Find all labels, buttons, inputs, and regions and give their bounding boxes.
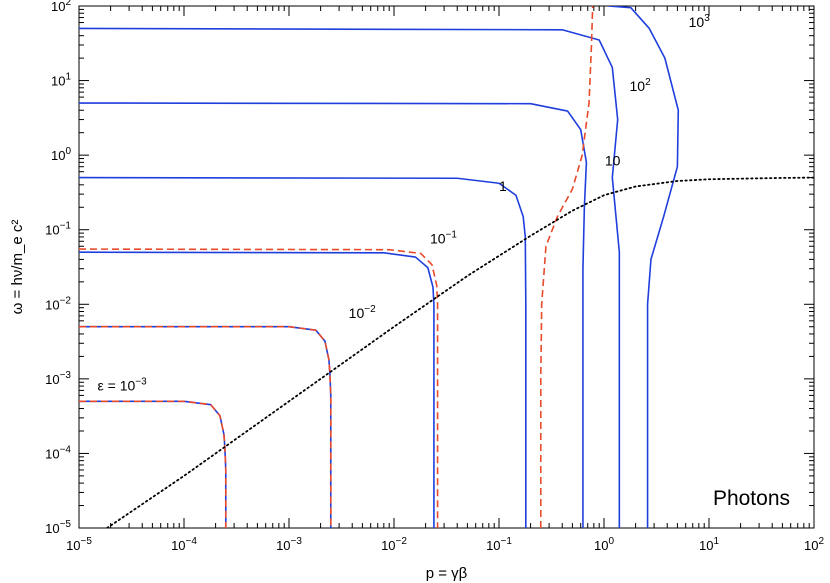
curve-label: 10 [605,152,621,168]
x-tick-label: 10−1 [486,536,512,553]
series-line-12 [106,176,814,528]
curve-label: 10−1 [430,230,457,247]
x-tick-label: 101 [699,536,719,553]
curve-label: 102 [630,77,652,94]
tick-marks [78,5,815,529]
y-tick-label: 102 [51,0,71,14]
x-tick-label: 102 [804,536,824,553]
series-line-3 [79,325,332,528]
series-line-8 [79,102,588,528]
y-tick-label: 101 [51,72,71,89]
y-tick-label: 100 [51,146,71,163]
curve-label: ε = 10−3 [97,376,147,393]
series-line-2 [79,400,227,528]
y-axis-title: ω = hν/m_e c² [9,220,26,315]
y-tick-label: 10−2 [45,295,71,312]
series-line-4 [79,325,332,528]
series-line-7 [79,176,527,528]
series-line-1 [79,400,227,528]
series-line-5 [79,251,435,528]
series-group [79,6,814,528]
x-tick-label: 10−3 [276,536,302,553]
curve-labels: ε = 10−3 10−2 10−1 1 10 102 103 [97,13,710,393]
series-line-11 [539,6,594,528]
curve-label: 1 [499,178,507,194]
x-tick-label: 100 [594,536,614,553]
y-tick-label: 10−5 [45,519,71,536]
plot-frame [78,5,815,529]
curve-label: 103 [689,13,711,30]
y-tick-label: 10−3 [45,370,71,387]
y-tick-label: 10−1 [45,221,71,238]
x-tick-label: 10−4 [171,536,197,553]
curve-label: 10−2 [349,304,376,321]
x-tick-label: 10−5 [66,536,92,553]
series-line-6 [79,248,439,528]
x-axis-title: p = γβ [426,565,468,582]
x-tick-label: 10−2 [381,536,407,553]
series-line-9 [79,27,621,528]
y-tick-label: 10−4 [45,444,71,461]
series-line-10 [608,6,680,528]
photons-annotation: Photons [713,487,790,510]
